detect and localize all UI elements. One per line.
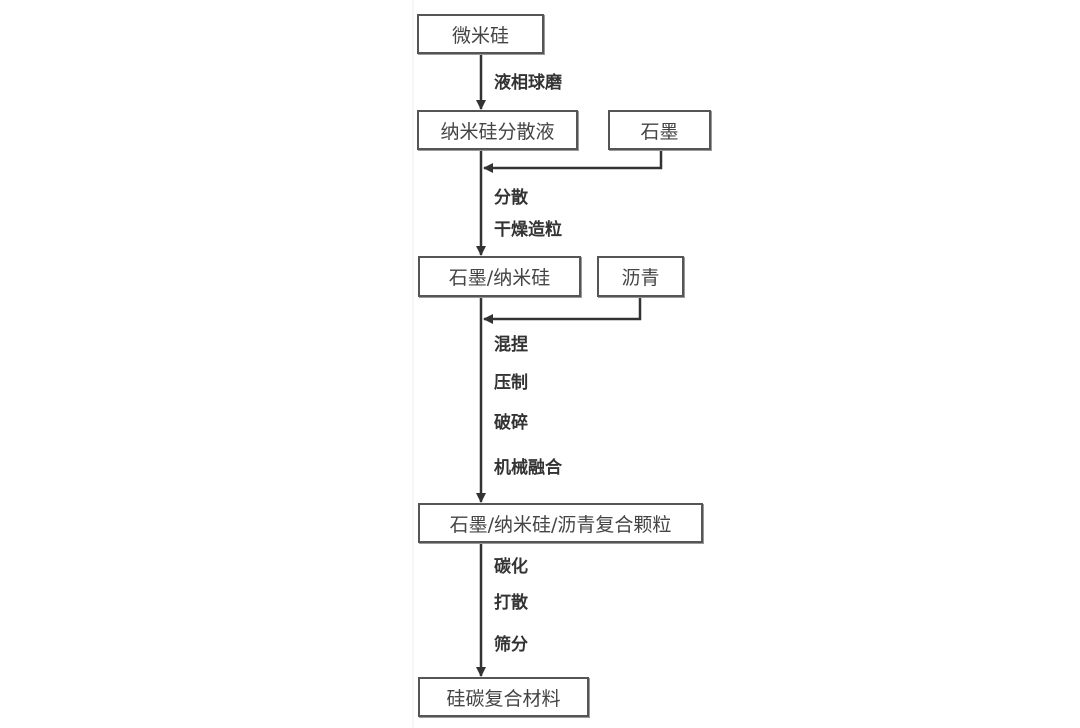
step-label: 打散 [494, 593, 528, 613]
node-si-c-composite: 硅碳复合材料 [418, 677, 589, 717]
graphite-connector [483, 149, 663, 173]
step-label: 干燥造粒 [494, 220, 562, 240]
node-micro-si: 微米硅 [417, 14, 544, 54]
step-label: 机械融合 [494, 458, 562, 478]
node-graphite-nano-si: 石墨/纳米硅 [418, 256, 581, 297]
step-label: 碳化 [494, 557, 528, 577]
step-label: 混捏 [494, 335, 528, 355]
step-label: 分散 [494, 188, 528, 208]
node-nano-si-dispersion: 纳米硅分散液 [417, 110, 578, 150]
node-composite-particles: 石墨/纳米硅/沥青复合颗粒 [418, 503, 703, 543]
step-label: 筛分 [494, 635, 528, 655]
step-label: 压制 [494, 373, 528, 393]
node-graphite: 石墨 [608, 110, 711, 150]
step-label: 破碎 [494, 413, 528, 433]
node-pitch: 沥青 [597, 256, 684, 297]
step-label: 液相球磨 [494, 73, 562, 93]
pitch-connector [483, 296, 642, 324]
